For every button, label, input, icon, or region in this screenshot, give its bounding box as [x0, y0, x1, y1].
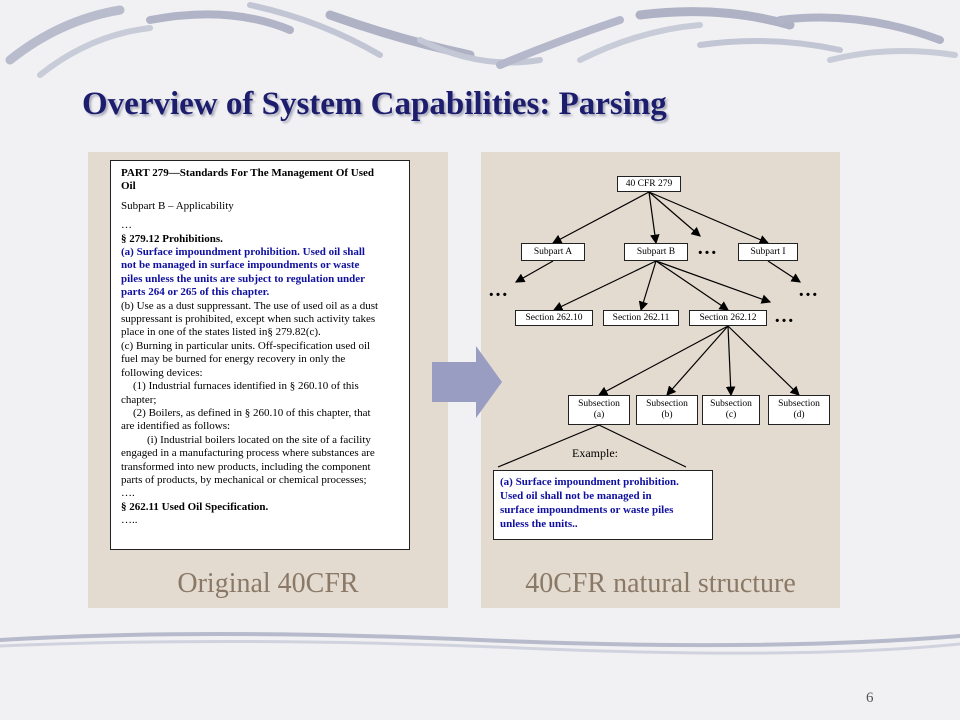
- example-box: (a) Surface impoundment prohibition. Used…: [493, 470, 713, 540]
- doc-line: § 262.11 Used Oil Specification.: [121, 500, 269, 513]
- tree-edge: [552, 260, 657, 311]
- tree-node-sb: Subpart B: [624, 243, 688, 261]
- tree-edge: [666, 325, 729, 396]
- tree-edge-ellipsis: [514, 260, 554, 283]
- doc-line: place in one of the states listed in§ 27…: [121, 326, 321, 339]
- original-document-excerpt: PART 279—Standards For The Management Of…: [110, 160, 410, 550]
- tree-edge: [655, 260, 729, 311]
- tree-node-si: Subpart I: [738, 243, 798, 261]
- doc-line: chapter;: [121, 393, 157, 406]
- right-arrow-icon: [432, 346, 502, 418]
- doc-line: (2) Boilers, as defined in § 260.10 of t…: [133, 406, 371, 419]
- ellipsis-marker: …: [488, 279, 508, 301]
- example-line: Used oil shall not be managed in: [500, 490, 652, 502]
- example-line: unless the units..: [500, 518, 578, 530]
- tree-node-ua: Subsection(a): [568, 395, 630, 425]
- doc-line: (i) Industrial boilers located on the si…: [147, 433, 371, 446]
- doc-line: fuel may be burned for energy recovery i…: [121, 353, 346, 366]
- doc-line: are identified as follows:: [121, 420, 231, 433]
- doc-line: (c) Burning in particular units. Off-spe…: [121, 339, 371, 352]
- doc-line: following devices:: [121, 366, 203, 379]
- tree-connectors: [497, 191, 802, 468]
- doc-line: suppressant is prohibited, except when s…: [121, 313, 376, 326]
- doc-line: (b) Use as a dust suppressant. The use o…: [121, 299, 379, 312]
- tree-node-root: 40 CFR 279: [617, 176, 681, 192]
- example-callout-line: [598, 424, 687, 468]
- example-line: surface impoundments or waste piles: [500, 504, 674, 516]
- tree-edge: [648, 191, 660, 245]
- doc-line: (a) Surface impoundment prohibition. Use…: [121, 246, 365, 259]
- tree-edge: [638, 260, 657, 312]
- doc-line: …..: [121, 514, 138, 527]
- doc-line: engaged in a manufacturing process where…: [121, 447, 375, 460]
- doc-line: not be managed in surface impoundments o…: [121, 259, 360, 272]
- doc-line: § 279.12 Prohibitions.: [121, 232, 223, 245]
- tree-node-uc: Subsection(c): [702, 395, 760, 425]
- structure-caption: 40CFR natural structure: [525, 568, 796, 599]
- tree-edge: [551, 191, 650, 244]
- tree-edge: [725, 325, 736, 397]
- tree-edge-ellipsis: [648, 191, 701, 237]
- doc-line: Subpart B – Applicability: [121, 199, 234, 212]
- tree-edge-ellipsis: [655, 260, 772, 304]
- tree-node-sa: Subpart A: [521, 243, 585, 261]
- tree-node-s2: Section 262.11: [603, 310, 679, 326]
- doc-line: parts of products, by mechanical or chem…: [121, 473, 367, 486]
- tree-node-s1: Section 262.10: [515, 310, 593, 326]
- tree-node-ub: Subsection(b): [636, 395, 698, 425]
- doc-line: Oil: [121, 180, 136, 193]
- tree-edge-ellipsis: [767, 260, 802, 283]
- doc-line: transformed into new products, including…: [121, 460, 371, 473]
- doc-line: (1) Industrial furnaces identified in § …: [133, 380, 359, 393]
- original-caption: Original 40CFR: [177, 568, 359, 599]
- example-line: (a) Surface impoundment prohibition.: [500, 476, 679, 488]
- doc-line: piles unless the units are subject to re…: [121, 272, 366, 285]
- doc-line: parts 264 or 265 of this chapter.: [121, 286, 270, 299]
- doc-line: ….: [121, 487, 135, 500]
- example-label: Example:: [572, 446, 618, 460]
- doc-line: PART 279—Standards For The Management Of…: [121, 167, 375, 179]
- tree-edge: [597, 325, 729, 396]
- ellipsis-marker: …: [798, 279, 818, 301]
- ellipsis-marker: …: [774, 305, 794, 327]
- page-number: 6: [866, 690, 874, 706]
- ellipsis-marker: …: [697, 237, 717, 259]
- slide-title: Overview of System Capabilities: Parsing: [82, 86, 667, 122]
- tree-node-ud: Subsection(d): [768, 395, 830, 425]
- tree-node-s3: Section 262.12: [689, 310, 767, 326]
- tree-edge: [648, 191, 770, 245]
- example-callout-line: [497, 424, 600, 468]
- tree-edge: [727, 325, 800, 396]
- doc-line: …: [121, 219, 132, 232]
